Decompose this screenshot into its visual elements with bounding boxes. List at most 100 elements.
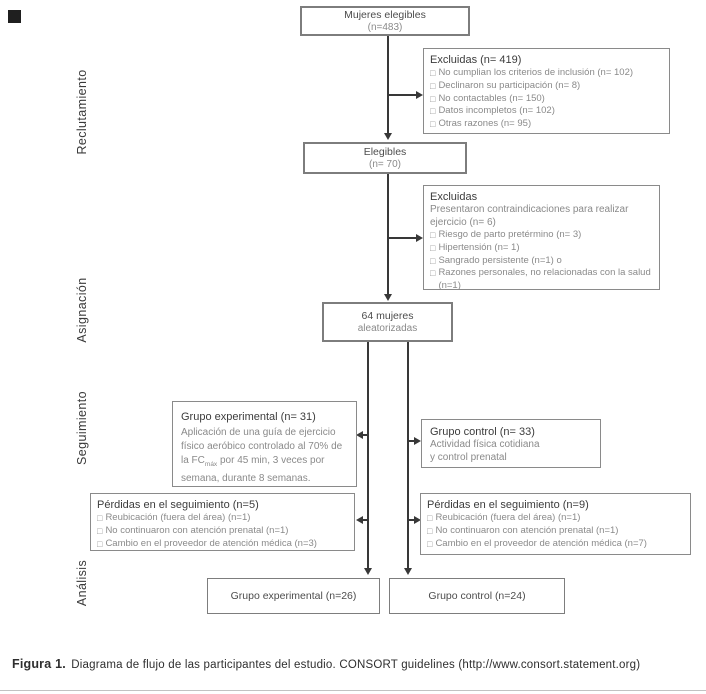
exclusion-reason-text: Datos incompletos (n= 102) bbox=[438, 105, 555, 117]
exclusion-reason-text: Otras razones (n= 95) bbox=[438, 118, 532, 130]
exclusion-reason-item: □ Otras razones (n= 95) bbox=[430, 118, 663, 131]
checkbox-icon: □ bbox=[430, 255, 436, 266]
box-losses-experimental: Pérdidas en el seguimiento (n=5) □ Reubi… bbox=[90, 493, 355, 551]
box-title: Grupo experimental (n= 31) bbox=[181, 411, 316, 423]
arrowhead-down-icon bbox=[384, 294, 392, 301]
loss-reason-item: □ Reubicación (fuera del área) (n=1) bbox=[427, 512, 684, 525]
connector-eligible-to-randomized bbox=[387, 174, 389, 295]
exclusion-reason-text: Razones personales, no relacionadas con … bbox=[438, 267, 651, 292]
description-text: Aplicación de una guía de ejercicio físi… bbox=[181, 427, 343, 466]
loss-reason-item: □ No continuaron con atención prenatal (… bbox=[97, 525, 348, 538]
checkbox-icon: □ bbox=[97, 525, 103, 536]
description-text: por 45 min, 3 veces por semana, durante … bbox=[181, 455, 325, 484]
box-count: aleatorizadas bbox=[357, 322, 418, 334]
box-excluded-contraindications: Excluidas Presentaron contraindicaciones… bbox=[423, 185, 660, 293]
checkbox-icon: □ bbox=[427, 525, 433, 536]
connector-to-experimental bbox=[363, 434, 369, 436]
box-excluded-recruitment: Excluidas (n= 419) □ No cumplian los cri… bbox=[423, 48, 670, 134]
checkbox-icon: □ bbox=[430, 80, 436, 91]
connector-randomized-to-final-control bbox=[407, 342, 409, 569]
exclusion-reason-text: Declinaron su participación (n= 8) bbox=[438, 79, 581, 91]
checkbox-icon: □ bbox=[430, 93, 436, 104]
control-description-line2: y control prenatal bbox=[430, 451, 507, 463]
box-title: Pérdidas en el seguimiento (n=9) bbox=[427, 499, 589, 511]
exclusion-reason-item: □ No contactables (n= 150) bbox=[430, 93, 663, 106]
box-eligible: Elegibles (n= 70) bbox=[303, 142, 467, 174]
loss-reason-item: □ Cambio en el proveedor de atención méd… bbox=[427, 538, 684, 551]
checkbox-icon: □ bbox=[97, 538, 103, 549]
page-corner-marker bbox=[8, 10, 21, 23]
loss-reason-text: Reubicación (fuera del área) (n=1) bbox=[105, 512, 251, 523]
connector-to-excluded2 bbox=[388, 237, 416, 239]
exclusion-reason-text: Hipertensión (n= 1) bbox=[438, 241, 520, 253]
connector-to-control bbox=[408, 440, 416, 442]
loss-reason-text: Cambio en el proveedor de atención médic… bbox=[435, 537, 647, 549]
experimental-description: Aplicación de una guía de ejercicio físi… bbox=[181, 426, 348, 486]
loss-reason-text: Reubicación (fuera del área) (n=1) bbox=[435, 512, 581, 523]
checkbox-icon: □ bbox=[430, 242, 436, 253]
checkbox-icon: □ bbox=[430, 268, 436, 279]
checkbox-icon: □ bbox=[430, 119, 436, 130]
exclusion-reason-text: No cumplian los criterios de inclusión (… bbox=[438, 67, 634, 78]
loss-reasons-list: □ Reubicación (fuera del área) (n=1) □ N… bbox=[427, 512, 684, 550]
checkbox-icon: □ bbox=[430, 106, 436, 117]
exclusion-reasons-list: □ No cumplian los criterios de inclusión… bbox=[430, 67, 663, 131]
box-count: (n= 70) bbox=[369, 158, 401, 170]
box-final-control: Grupo control (n=24) bbox=[389, 578, 565, 614]
checkbox-icon: □ bbox=[427, 513, 433, 523]
box-losses-control: Pérdidas en el seguimiento (n=9) □ Reubi… bbox=[420, 493, 691, 555]
connector-to-losses-control bbox=[408, 519, 416, 521]
exclusion-reason-item: □ Declinaron su participación (n= 8) bbox=[430, 80, 663, 93]
stage-label-text: Asignación bbox=[75, 277, 89, 343]
arrowhead-left-icon bbox=[356, 516, 363, 524]
arrowhead-right-icon bbox=[414, 437, 421, 445]
bottom-divider bbox=[0, 690, 706, 691]
exclusion-reason-item: □ Razones personales, no relacionadas co… bbox=[430, 267, 653, 293]
connector-to-excluded1 bbox=[388, 94, 416, 96]
exclusion-reason-item: □ Hipertensión (n= 1) bbox=[430, 242, 653, 255]
loss-reasons-list: □ Reubicación (fuera del área) (n=1) □ N… bbox=[97, 512, 348, 550]
checkbox-icon: □ bbox=[430, 230, 436, 240]
box-title: Grupo control (n= 33) bbox=[430, 426, 535, 438]
box-title: Grupo experimental (n=26) bbox=[230, 589, 357, 602]
box-title: Elegibles bbox=[363, 145, 407, 158]
loss-reason-text: No continuaron con atención prenatal (n=… bbox=[105, 524, 289, 536]
fc-max-subscript: máx bbox=[204, 461, 218, 468]
arrowhead-right-icon bbox=[416, 91, 423, 99]
loss-reason-text: Cambio en el proveedor de atención médic… bbox=[105, 537, 317, 549]
box-title: 64 mujeres bbox=[361, 309, 414, 322]
exclusion-reason-item: □ Riesgo de parto pretérmino (n= 3) bbox=[430, 229, 653, 242]
exclusion-reason-text: Sangrado persistente (n=1) o bbox=[438, 254, 562, 266]
box-title: Mujeres elegibles bbox=[344, 8, 426, 21]
arrowhead-down-icon bbox=[384, 133, 392, 140]
box-title: Pérdidas en el seguimiento (n=5) bbox=[97, 499, 259, 511]
box-title: Grupo control (n=24) bbox=[428, 589, 526, 602]
box-control-group: Grupo control (n= 33) Actividad física c… bbox=[421, 419, 601, 468]
connector-top-to-eligible bbox=[387, 36, 389, 134]
figure-label: Figura 1. bbox=[12, 657, 66, 671]
box-subtitle: Presentaron contraindicaciones para real… bbox=[430, 204, 629, 228]
box-count: (n=483) bbox=[367, 21, 403, 33]
checkbox-icon: □ bbox=[427, 538, 433, 549]
exclusion-reason-item: □ No cumplian los criterios de inclusión… bbox=[430, 67, 663, 80]
connector-to-losses-experimental bbox=[363, 519, 369, 521]
arrowhead-right-icon bbox=[416, 234, 423, 242]
box-experimental-group: Grupo experimental (n= 31) Aplicación de… bbox=[172, 401, 357, 487]
arrowhead-right-icon bbox=[414, 516, 421, 524]
box-title: Excluidas (n= 419) bbox=[430, 54, 522, 66]
loss-reason-item: □ Cambio en el proveedor de atención méd… bbox=[97, 538, 348, 551]
arrowhead-left-icon bbox=[356, 431, 363, 439]
figure-caption-text: Diagrama de flujo de las participantes d… bbox=[67, 659, 641, 671]
loss-reason-item: □ No continuaron con atención prenatal (… bbox=[427, 525, 684, 538]
connector-randomized-to-final-experimental bbox=[367, 342, 369, 569]
box-randomized: 64 mujeres aleatorizadas bbox=[322, 302, 453, 342]
figure-caption: Figura 1. Diagrama de flujo de las parti… bbox=[12, 657, 700, 671]
exclusion-reason-item: □ Sangrado persistente (n=1) o bbox=[430, 255, 653, 268]
arrowhead-down-icon bbox=[364, 568, 372, 575]
loss-reason-item: □ Reubicación (fuera del área) (n=1) bbox=[97, 512, 348, 525]
exclusion-reason-text: No contactables (n= 150) bbox=[438, 92, 545, 104]
loss-reason-text: No continuaron con atención prenatal (n=… bbox=[435, 524, 619, 536]
stage-label-text: Análisis bbox=[75, 559, 89, 607]
arrowhead-down-icon bbox=[404, 568, 412, 575]
checkbox-icon: □ bbox=[430, 68, 436, 78]
